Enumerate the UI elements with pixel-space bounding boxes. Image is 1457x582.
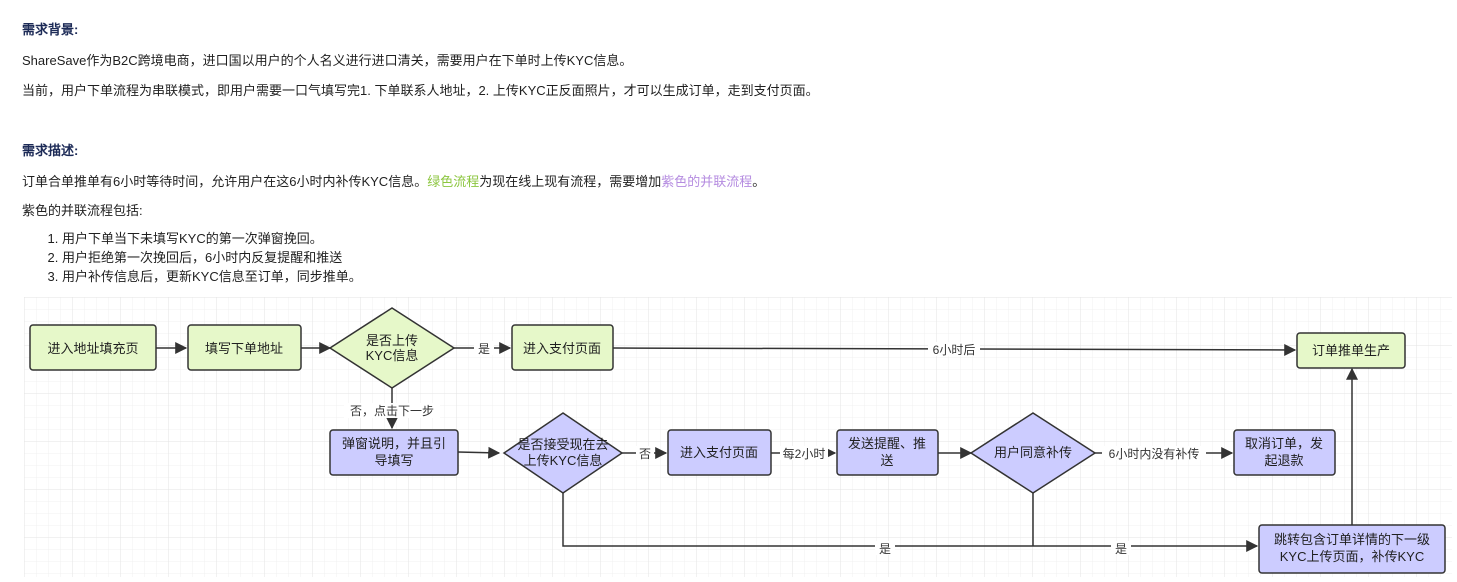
background-paragraph-2: 当前，用户下单流程为串联模式，即用户需要一口气填写完1. 下单联系人地址，2. …: [22, 83, 819, 98]
svg-text:弹窗说明，并且引: 弹窗说明，并且引: [342, 436, 446, 451]
svg-text:是否接受现在去: 是否接受现在去: [517, 437, 608, 452]
step-item: 用户补传信息后，更新KYC信息至订单，同步推单。: [62, 267, 362, 286]
edge-accept-yes-to-jump: [562, 493, 1259, 552]
flowchart: 是 6小时后 否，点击下一步 否 每2小时 6小时内没有补传 是 是 进入地址填…: [24, 297, 1452, 577]
description-paragraph-2: 紫色的并联流程包括:: [22, 203, 143, 218]
svg-text:上传KYC信息: 上传KYC信息: [524, 453, 603, 468]
node-fill-address: 填写下单地址: [187, 324, 302, 371]
svg-text:送: 送: [880, 453, 893, 468]
svg-text:进入支付页面: 进入支付页面: [523, 341, 601, 356]
edge-popup-to-accept: [457, 446, 501, 459]
svg-text:填写下单地址: 填写下单地址: [205, 341, 283, 356]
description-text-b: 为现在线上现有流程，需要增加: [479, 174, 662, 189]
svg-text:进入支付页面: 进入支付页面: [680, 445, 758, 460]
node-order-push: 订单推单生产: [1296, 332, 1406, 369]
node-address-page: 进入地址填充页: [29, 324, 157, 371]
svg-text:KYC信息: KYC信息: [366, 348, 419, 363]
label-yes-1: 是: [478, 342, 490, 356]
decision-accept-upload: 是否接受现在去 上传KYC信息: [502, 412, 624, 494]
label-yes-3: 是: [1115, 542, 1127, 556]
step-item: 用户拒绝第一次挽回后，6小时内反复提醒和推送: [62, 248, 362, 267]
svg-text:导填写: 导填写: [374, 453, 413, 468]
parallel-flow-steps: 用户下单当下未填写KYC的第一次弹窗挽回。 用户拒绝第一次挽回后，6小时内反复提…: [22, 229, 362, 286]
label-after-6h: 6小时后: [933, 343, 976, 357]
svg-text:用户同意补传: 用户同意补传: [994, 445, 1072, 460]
svg-text:进入地址填充页: 进入地址填充页: [47, 341, 138, 356]
svg-text:发送提醒、推: 发送提醒、推: [848, 436, 926, 451]
node-cancel-refund: 取消订单，发 起退款: [1233, 429, 1336, 476]
description-text-c: 。: [752, 174, 766, 189]
node-pay-page-1: 进入支付页面: [511, 324, 614, 371]
purple-flow-label: 紫色的并联流程: [661, 174, 753, 189]
label-yes-2: 是: [879, 542, 891, 556]
label-every-2h: 每2小时: [783, 446, 826, 461]
svg-text:是否上传: 是否上传: [366, 333, 418, 348]
label-no: 否: [639, 447, 651, 461]
svg-text:KYC上传页面，补传KYC: KYC上传页面，补传KYC: [1280, 549, 1424, 564]
decision-user-agree: 用户同意补传: [969, 412, 1097, 494]
svg-text:订单推单生产: 订单推单生产: [1312, 343, 1390, 358]
background-heading: 需求背景:: [22, 22, 79, 37]
green-flow-label: 绿色流程: [427, 174, 480, 189]
node-pay-page-2: 进入支付页面: [667, 429, 772, 476]
description-text-a: 订单合单推单有6小时等待时间，允许用户在这6小时内补传KYC信息。: [22, 174, 428, 189]
decision-upload-kyc: 是否上传 KYC信息: [328, 307, 456, 389]
node-send-remind: 发送提醒、推 送: [836, 429, 939, 476]
description-heading: 需求描述:: [22, 143, 79, 158]
step-item: 用户下单当下未填写KYC的第一次弹窗挽回。: [62, 229, 362, 248]
label-no-click-next: 否，点击下一步: [350, 404, 434, 418]
svg-text:跳转包含订单详情的下一级: 跳转包含订单详情的下一级: [1274, 532, 1430, 547]
svg-text:取消订单，发: 取消订单，发: [1245, 436, 1323, 451]
node-popup-guide: 弹窗说明，并且引 导填写: [329, 429, 459, 476]
description-paragraph-1: 订单合单推单有6小时等待时间，允许用户在这6小时内补传KYC信息。绿色流程为现在…: [22, 171, 765, 190]
label-6h-no-upload: 6小时内没有补传: [1109, 446, 1200, 461]
node-jump-kyc-page: 跳转包含订单详情的下一级 KYC上传页面，补传KYC: [1258, 524, 1446, 574]
background-paragraph-1: ShareSave作为B2C跨境电商，进口国以用户的个人名义进行进口清关，需要用…: [22, 53, 633, 68]
svg-text:起退款: 起退款: [1264, 453, 1303, 468]
